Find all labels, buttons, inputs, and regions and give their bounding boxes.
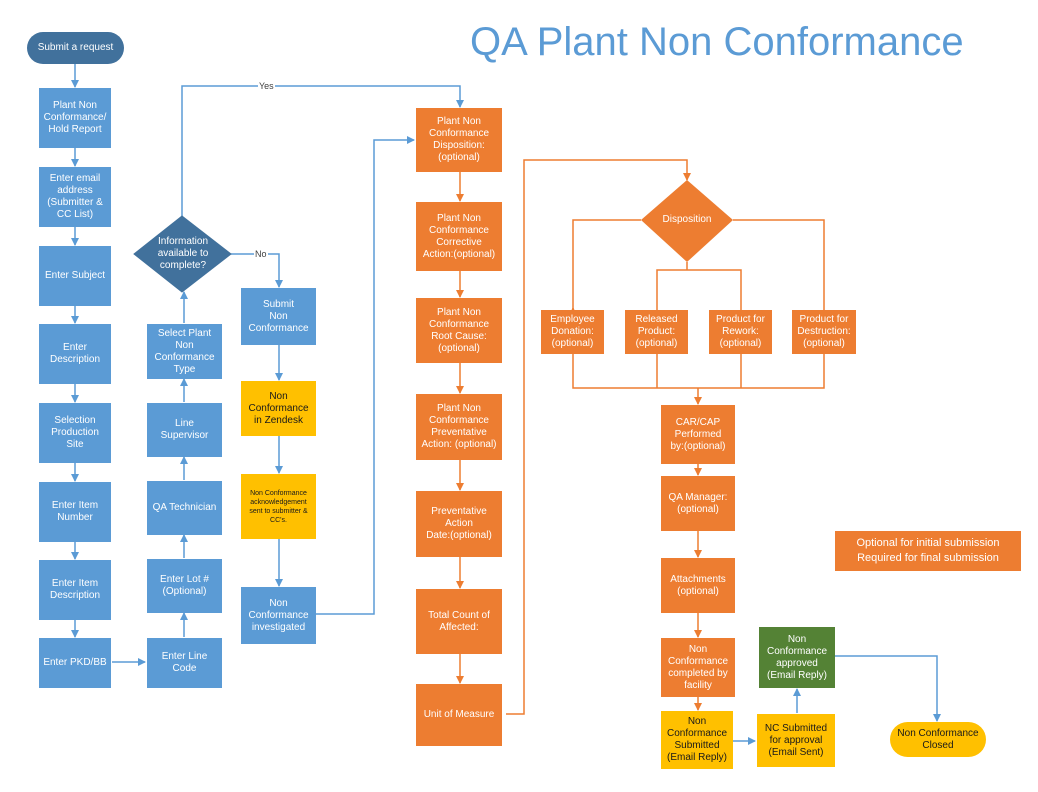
email-node: Enter email address (Submitter & CC List… [39,167,111,227]
employee-donation-node: Employee Donation: (optional) [541,310,604,354]
released-product-node: Released Product: (optional) [625,310,688,354]
nc-submitted-node: Non Conformance Submitted (Email Reply) [661,711,733,769]
submit-request-node: Submit a request [27,32,124,64]
submit-nc-node: Submit Non Conformance [241,288,316,345]
edge-disposition-branches [572,219,825,310]
nc-approved-node: Non Conformance approved (Email Reply) [759,627,835,688]
info-available-label: Information available to complete? [157,236,209,271]
nc-acknowledgement-node: Non Conformance acknowledgement sent to … [241,474,316,539]
legend-line-1: Optional for initial submission [856,537,1000,549]
nc-type-node: Select Plant Non Conformance Type [147,324,222,379]
nc-for-approval-node: NC Submitted for approval (Email Sent) [757,714,835,767]
nc-closed-node: Non Conformance Closed [890,722,986,757]
page-title: QA Plant Non Conformance [470,20,964,64]
item-description-node: Enter Item Description [39,560,111,620]
qa-technician-node: QA Technician [147,481,222,535]
car-cap-node: CAR/CAP Performed by:(optional) [661,405,735,464]
edge-decision-yes [181,85,464,216]
edge-decision-no [231,253,283,288]
nc-investigated-node: Non Conformance investigated [241,587,316,644]
preventative-date-node: Preventative Action Date:(optional) [416,491,502,557]
destruction-node: Product for Destruction: (optional) [792,310,856,354]
qa-manager-node: QA Manager: (optional) [661,476,735,531]
rework-node: Product for Rework: (optional) [709,310,772,354]
decision-diamond-info [133,215,232,293]
pkd-node: Enter PKD/BB [39,638,111,688]
legend-line-2: Required for final submission [857,552,999,564]
unit-of-measure-node: Unit of Measure [416,684,502,746]
attachments-node: Attachments (optional) [661,558,735,613]
edge-uom-to-disposition [506,159,691,715]
line-supervisor-node: Line Supervisor [147,403,222,457]
item-number-node: Enter Item Number [39,482,111,542]
edge-approved-to-closed [835,655,941,722]
lot-node: Enter Lot # (Optional) [147,559,222,613]
subject-node: Enter Subject [39,246,111,306]
site-node: Selection Production Site [39,403,111,463]
corrective-action-node: Plant Non Conformance Corrective Action:… [416,202,502,271]
completed-by-facility-node: Non Conformance completed by facility [661,638,735,697]
description-node: Enter Description [39,324,111,384]
disposition-optional-node: Plant Non Conformance Disposition: (opti… [416,108,502,172]
preventative-action-node: Plant Non Conformance Preventative Actio… [416,394,502,460]
disposition-label: Disposition [662,214,712,225]
hold-report-node: Plant Non Conformance/ Hold Report [39,88,111,148]
root-cause-node: Plant Non Conformance Root Cause: (optio… [416,298,502,363]
edge-branch-merge [572,354,825,404]
legend-box: Optional for initial submission Required… [835,531,1021,571]
nc-zendesk-node: Non Conformance in Zendesk [241,381,316,436]
edge-label-no: No [254,249,268,259]
decision-diamond-disposition [641,180,733,262]
edge-label-yes: Yes [258,81,275,91]
edge-investigated-to-disposition [316,136,415,615]
line-code-node: Enter Line Code [147,638,222,688]
total-count-node: Total Count of Affected: [416,589,502,654]
